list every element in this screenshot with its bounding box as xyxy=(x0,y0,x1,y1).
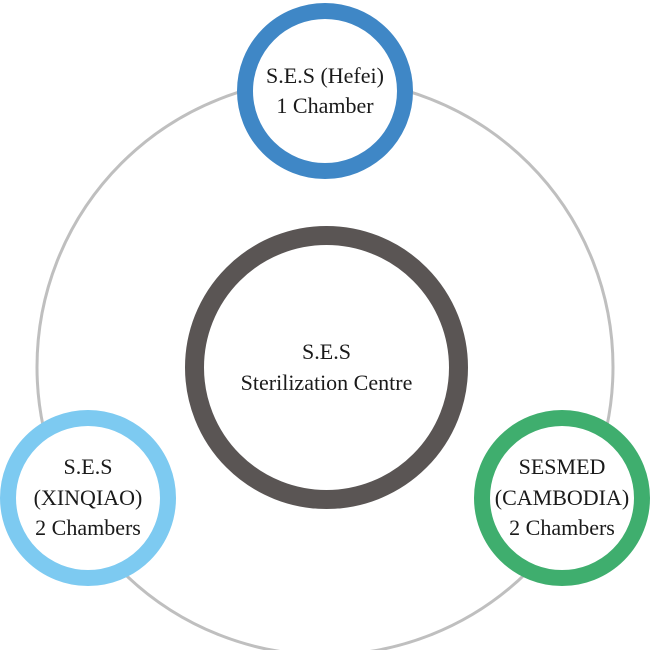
node-hefei: S.E.S (Hefei) 1 Chamber xyxy=(237,3,413,179)
node-hefei-chambers: 1 Chamber xyxy=(276,93,374,118)
node-hefei-name: S.E.S (Hefei) xyxy=(266,62,384,88)
node-centre-subtitle: Sterilization Centre xyxy=(240,369,413,395)
node-cambodia-location: (CAMBODIA) xyxy=(494,484,630,510)
node-sterilization-centre: S.E.S Sterilization Centre xyxy=(185,226,468,509)
node-xinqiao-name: S.E.S xyxy=(63,454,113,480)
node-cambodia-chambers: 2 Chambers xyxy=(509,515,615,541)
node-cambodia-name: SESMED xyxy=(518,454,606,480)
node-xinqiao: S.E.S (XINQIAO) 2 Chambers xyxy=(0,410,176,586)
node-xinqiao-location: (XINQIAO) xyxy=(33,484,143,510)
node-xinqiao-chambers: 2 Chambers xyxy=(35,515,141,541)
node-centre-name: S.E.S xyxy=(302,339,351,365)
node-cambodia: SESMED (CAMBODIA) 2 Chambers xyxy=(474,410,650,586)
